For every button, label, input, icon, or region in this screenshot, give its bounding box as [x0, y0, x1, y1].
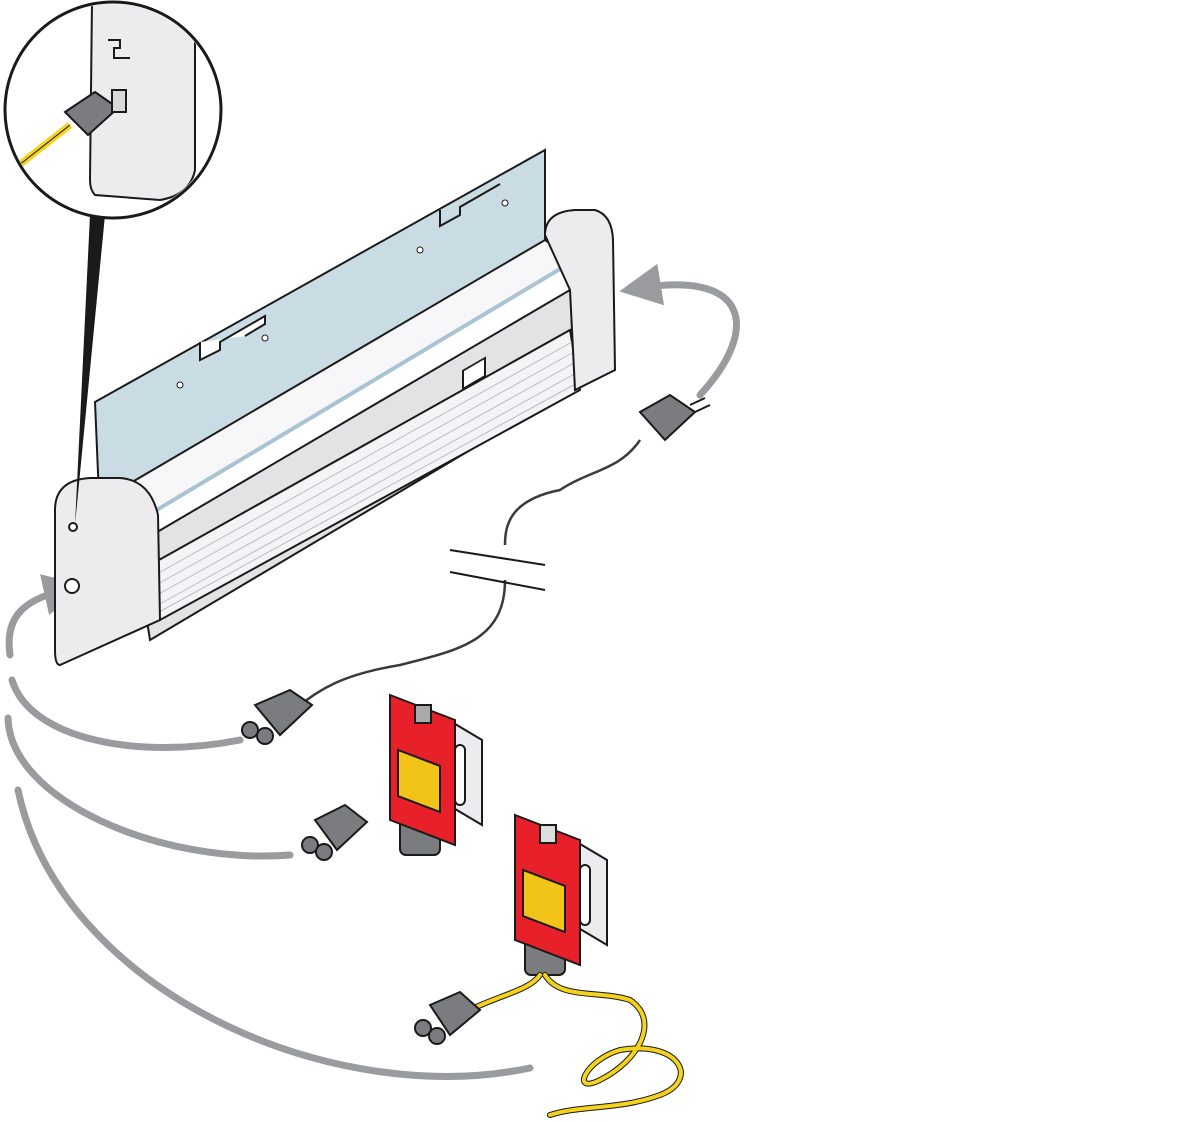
arrow-curve-2: [4, 714, 294, 860]
connector-plug-3: [414, 990, 482, 1045]
arrow-curve-1: [8, 676, 244, 751]
lamp-fixture: [54, 209, 617, 667]
safety-switch-2: [514, 813, 608, 976]
mount-hole: [64, 578, 80, 594]
end-cap-right: [543, 209, 617, 392]
magnifier-inset: [3, 0, 223, 525]
yellow-cable: [467, 972, 684, 1118]
connector-plug-top: [638, 393, 711, 442]
black-cable: [299, 439, 642, 707]
power-switch: [462, 356, 486, 391]
inset-pointer: [75, 215, 105, 525]
cable-break-mark: [449, 549, 546, 591]
connector-plug-1: [241, 688, 314, 745]
safety-switch-1: [389, 693, 483, 856]
arrow-to-lamp-right: [619, 263, 740, 399]
flow-arrows: [4, 263, 740, 1080]
arrow-curve-3: [14, 786, 534, 1080]
connector-plug-2: [301, 803, 369, 861]
arrow-to-lamp-left: [5, 574, 86, 659]
end-cap-left: [54, 477, 162, 667]
